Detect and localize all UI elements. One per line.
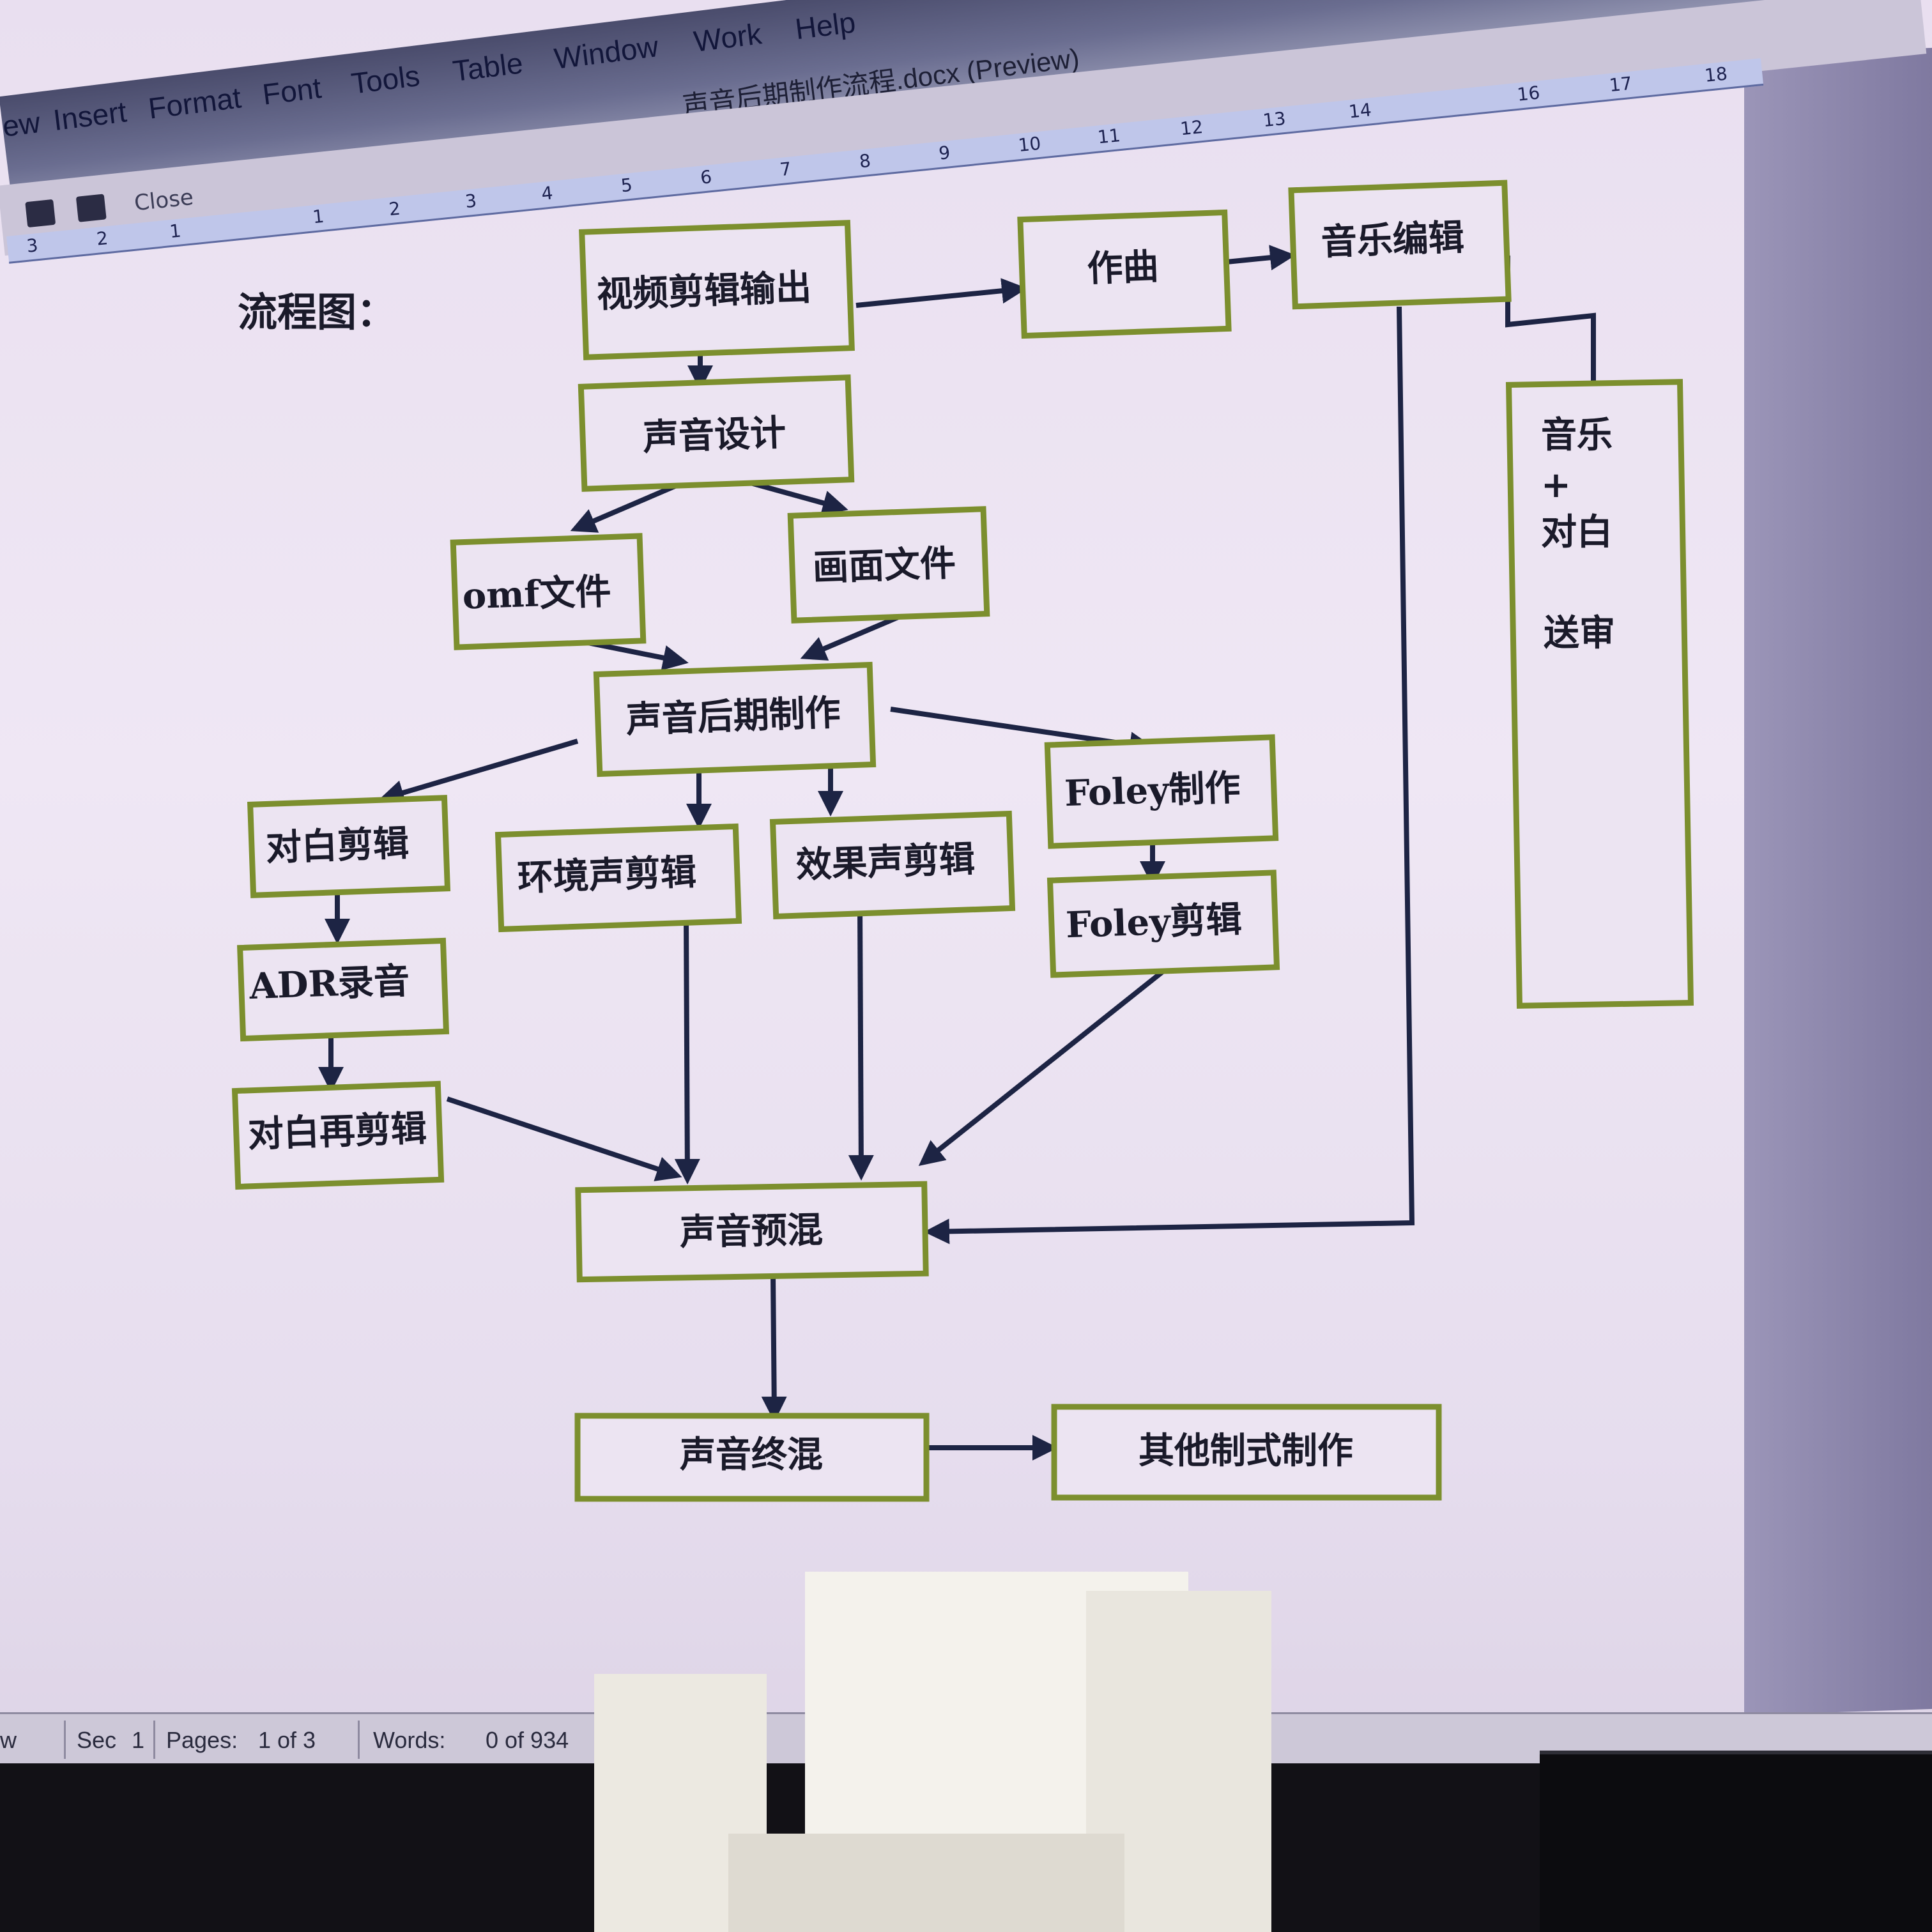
edge-ambience-to-premix: [674, 917, 700, 1184]
node-fx-edit: 效果声剪辑: [769, 810, 1016, 920]
node-omf-label: omf文件: [462, 571, 612, 618]
status-words-value: 0 of 934: [486, 1727, 569, 1753]
node-foley-make-label: Foley制作: [1064, 767, 1241, 815]
node-adr: ADR录音: [236, 937, 450, 1042]
status-divider: [358, 1721, 360, 1759]
status-sec-value: 1: [132, 1727, 145, 1753]
flowchart-label: 流程图：: [238, 289, 397, 335]
node-ambience-edit-label: 环境声剪辑: [517, 851, 697, 900]
node-picture-label: 画面文件: [812, 542, 956, 589]
stage-speaker: [1540, 1751, 1932, 1932]
review-line-submit: 送审: [1544, 612, 1615, 654]
node-post-label: 声音后期制作: [625, 691, 841, 741]
chair-seat: [728, 1834, 1124, 1932]
edge-fx-to-premix: [848, 909, 874, 1181]
node-sound-design: 声音设计: [578, 374, 855, 492]
node-picture: 画面文件: [787, 506, 990, 624]
node-other-formats: 其他制式制作: [1051, 1404, 1442, 1501]
edge-music-to-premix: [924, 306, 1415, 1245]
node-foley-edit-label: Foley剪辑: [1065, 898, 1243, 947]
review-line-dialog: 对白: [1541, 511, 1613, 553]
node-dialog-reedit-label: 对白再剪辑: [247, 1107, 427, 1156]
status-words-label: Words:: [373, 1727, 446, 1753]
node-video-edit: 视频剪辑输出: [579, 220, 855, 360]
status-sec-label: Sec: [77, 1727, 117, 1753]
edge-reedit-to-premix: [446, 1096, 682, 1181]
node-compose-label: 作曲: [1086, 245, 1159, 290]
node-music-edit: 音乐编辑: [1288, 180, 1512, 310]
armchair: [594, 1572, 1271, 1932]
edge-picture-to-post: [800, 611, 908, 661]
node-foley-edit: Foley剪辑: [1046, 870, 1280, 978]
status-pages-value: 1 of 3: [258, 1727, 316, 1753]
node-fx-edit-label: 效果声剪辑: [795, 838, 976, 886]
edge-music-to-review: [1505, 256, 1596, 388]
node-premix: 声音预混: [575, 1181, 929, 1283]
review-line-music: 音乐: [1541, 414, 1613, 456]
review-line-plus: +: [1541, 464, 1571, 506]
node-other-formats-label: 其他制式制作: [1138, 1430, 1353, 1472]
node-post: 声音后期制作: [593, 661, 877, 778]
edge-post-to-dialog: [378, 739, 579, 806]
status-pages-label: Pages:: [166, 1727, 238, 1753]
node-dialog-edit: 对白剪辑: [247, 795, 451, 898]
node-music-edit-label: 音乐编辑: [1321, 216, 1465, 263]
node-ambience-edit: 环境声剪辑: [494, 823, 742, 933]
status-divider: [153, 1721, 155, 1759]
edge-premix-to-final: [761, 1275, 787, 1422]
node-premix-label: 声音预混: [679, 1209, 823, 1254]
edge-compose-to-music: [1226, 245, 1296, 271]
edge-foley-to-premix: [918, 961, 1175, 1166]
node-adr-label: ADR录音: [248, 960, 410, 1008]
node-final-mix-label: 声音终混: [680, 1434, 823, 1476]
node-dialog-edit-label: 对白剪辑: [265, 822, 410, 870]
node-video-edit-label: 视频剪辑输出: [596, 266, 812, 316]
node-sound-design-label: 声音设计: [642, 411, 786, 459]
node-dialog-reedit: 对白再剪辑: [231, 1080, 445, 1190]
edge-video-to-compose: [855, 278, 1027, 308]
status-divider: [64, 1721, 66, 1759]
node-review: 音乐 + 对白 送审: [1505, 379, 1694, 1009]
node-compose: 作曲: [1017, 209, 1232, 339]
status-view-label: w: [0, 1727, 17, 1753]
node-foley-make: Foley制作: [1044, 734, 1279, 849]
node-final-mix: 声音终混: [574, 1413, 930, 1502]
node-omf: omf文件: [450, 533, 647, 650]
